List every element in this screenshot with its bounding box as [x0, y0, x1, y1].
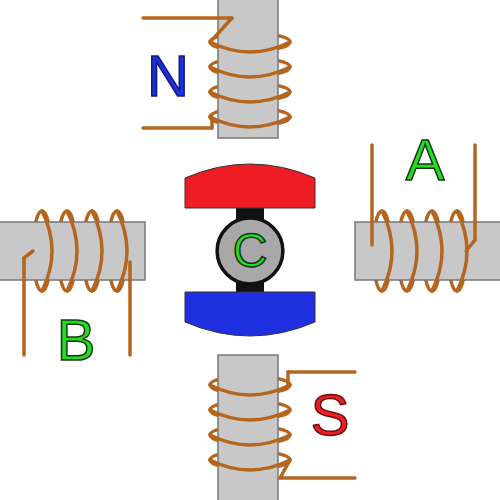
coil-lead	[280, 460, 290, 478]
rotor-hub: C	[215, 216, 285, 286]
coil-turn	[210, 460, 290, 470]
coil-label: S	[311, 386, 350, 444]
coil-turn	[210, 92, 290, 102]
coil-turn	[92, 211, 102, 291]
coil-label: A	[406, 131, 445, 189]
coil-turn	[407, 211, 417, 291]
coil-label: N	[147, 47, 189, 105]
bottom-pole	[218, 355, 278, 500]
coil-turn	[210, 67, 290, 77]
coil-lead	[370, 145, 374, 245]
coil-turn	[210, 385, 290, 395]
rotor-north-pole	[185, 164, 315, 208]
coil-lead	[24, 251, 33, 258]
rotor-label: C	[233, 227, 268, 275]
coil-label: B	[57, 311, 96, 369]
coil-turn	[210, 42, 290, 52]
top-pole	[218, 0, 278, 138]
coil-lead	[212, 18, 232, 40]
rotor	[185, 164, 315, 336]
rotor-south-pole	[185, 292, 315, 336]
coil-lead	[128, 262, 132, 355]
coil-turn	[210, 410, 290, 420]
coil-turn	[117, 211, 127, 291]
coil-lead	[143, 16, 232, 20]
coil-turn	[210, 117, 290, 127]
coil-turn	[210, 435, 290, 445]
hub-outline	[217, 218, 283, 284]
coil-lead	[473, 145, 477, 240]
right-pole	[355, 222, 500, 280]
coil-lead	[143, 126, 212, 130]
coil-lead	[210, 117, 214, 128]
coil-turn	[382, 211, 392, 291]
coil-lead	[466, 240, 475, 251]
coil-lead	[22, 258, 26, 355]
coil-lead	[288, 370, 355, 374]
coil-front	[24, 18, 475, 478]
coil-turn	[67, 211, 77, 291]
coil-turn	[42, 211, 52, 291]
coil-lead	[286, 372, 290, 385]
coil-turn	[432, 211, 442, 291]
coil-lead	[280, 476, 355, 480]
